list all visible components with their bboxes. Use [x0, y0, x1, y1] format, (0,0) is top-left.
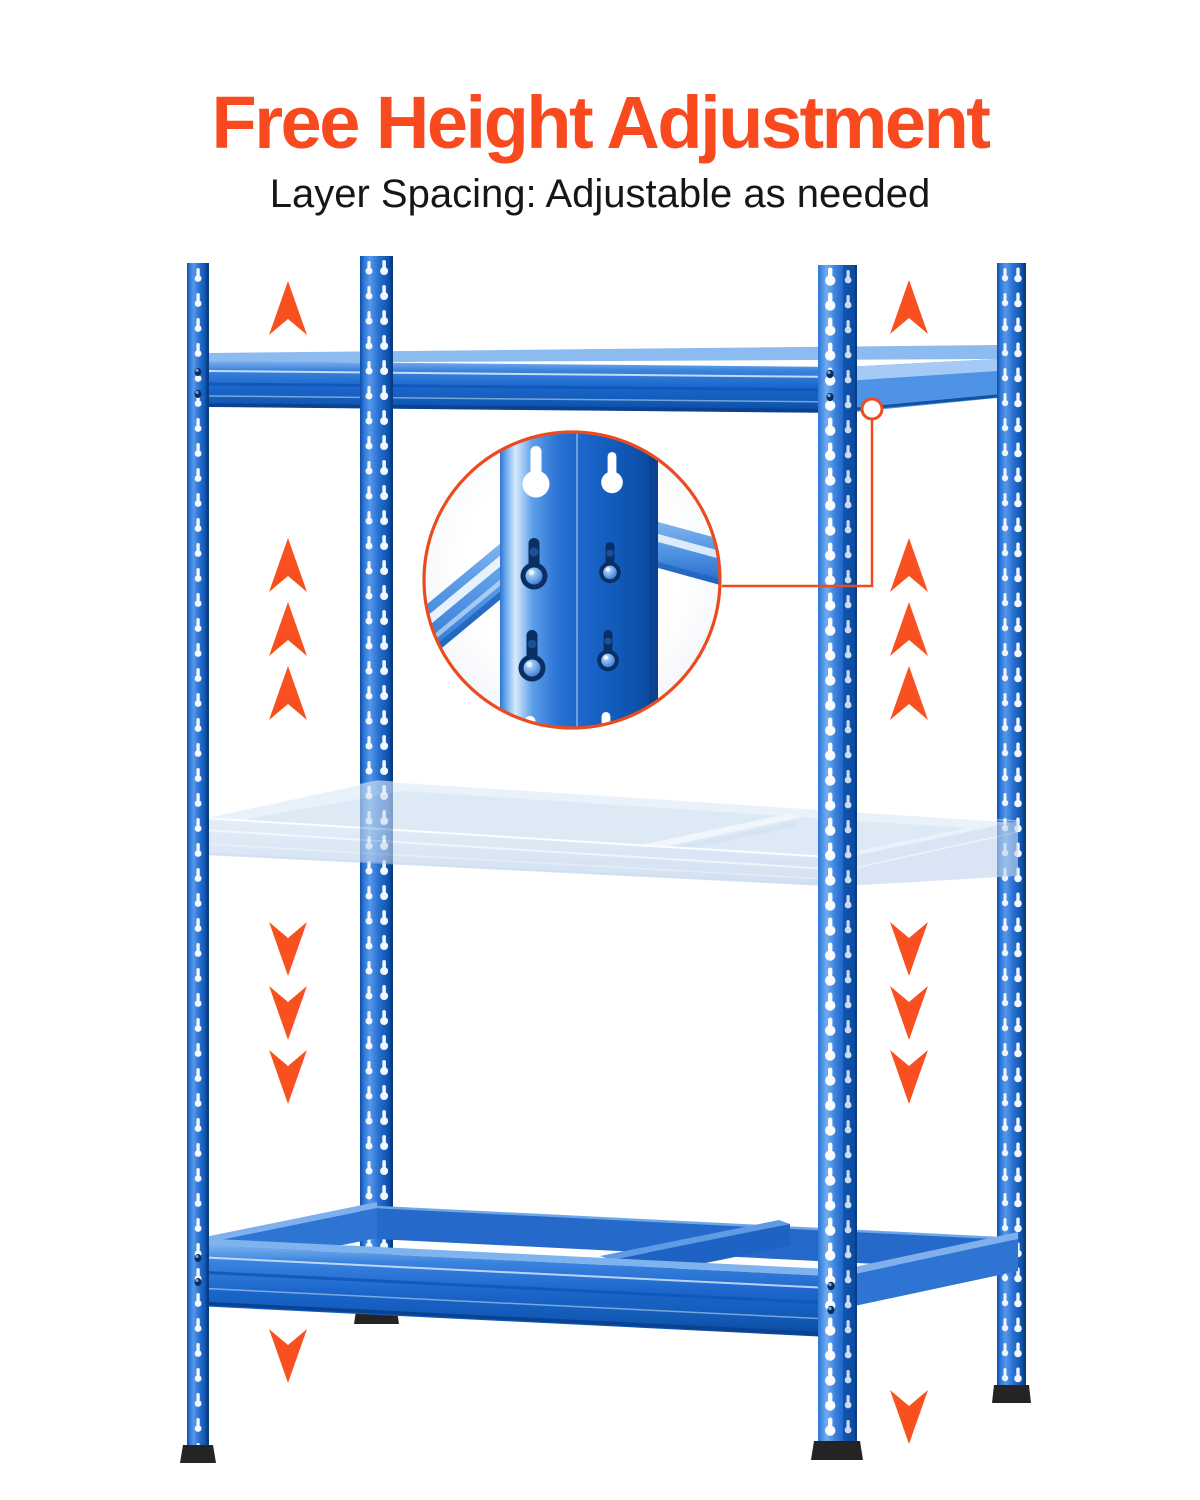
- arrow-down-bottom-left: [269, 1329, 307, 1383]
- arrows-down-lower-right: [890, 922, 928, 1104]
- post-back-left: [354, 256, 399, 1324]
- connector-line: [722, 420, 874, 588]
- ghost-crossbar: [612, 814, 802, 855]
- bottom-right-end-rail: [845, 1239, 1018, 1308]
- arrows-down-lower-left: [269, 922, 307, 1104]
- bottom-shelf: [194, 1202, 1019, 1338]
- callout-post: [500, 433, 658, 727]
- post-front-left: [180, 263, 216, 1463]
- ghost-end-rail: [845, 821, 1018, 886]
- arrow-up-upper-right: [890, 280, 928, 334]
- magnifier-callout: [422, 430, 722, 730]
- arrow-up-upper-left: [269, 281, 307, 335]
- bottom-front-rail: [195, 1245, 850, 1338]
- foot-cap: [811, 1441, 863, 1460]
- arrow-down-bottom-right: [890, 1390, 928, 1444]
- arrows-up-middle-right: [890, 538, 928, 720]
- foot-cap: [992, 1385, 1031, 1403]
- page-subtitle: Layer Spacing: Adjustable as needed: [269, 172, 931, 216]
- bottom-crossbar: [600, 1220, 790, 1260]
- post-front-right: [811, 265, 863, 1460]
- anchor-dot: [860, 397, 884, 421]
- arrows-up-middle-left: [269, 538, 307, 720]
- callout-ring: [422, 430, 722, 730]
- foot-cap: [180, 1445, 216, 1463]
- page-title: Free Height Adjustment: [211, 81, 991, 164]
- callout-connector: [722, 397, 884, 588]
- subheader: Layer Spacing: Adjustable as needed: [0, 172, 1200, 217]
- header: Free Height Adjustment: [0, 84, 1200, 162]
- middle-shelf-ghost: [203, 780, 1019, 887]
